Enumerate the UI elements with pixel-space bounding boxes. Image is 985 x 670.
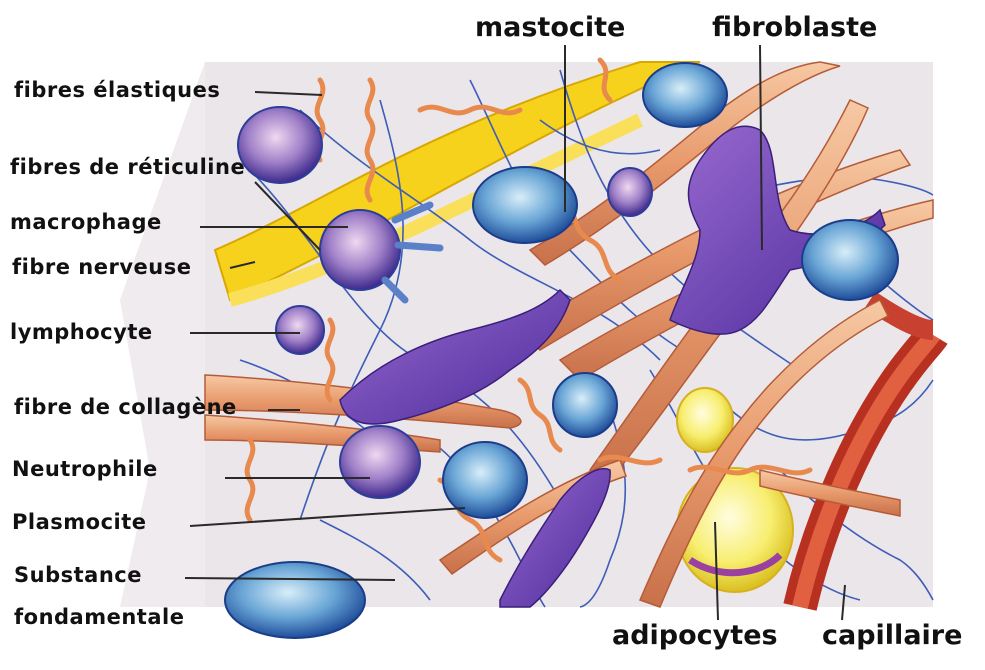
label-substance-line2: fondamentale [14, 605, 184, 629]
label-mastocite: mastocite [475, 12, 625, 43]
label-plasmocite: Plasmocite [12, 510, 147, 534]
label-adipocytes: adipocytes [612, 620, 778, 651]
label-fibres-elastiques: fibres élastiques [14, 78, 220, 102]
label-fibre-collagene: fibre de collagène [14, 395, 237, 419]
label-fibroblaste: fibroblaste [712, 12, 877, 43]
label-macrophage: macrophage [10, 210, 162, 234]
label-capillaire: capillaire [822, 620, 962, 651]
label-neutrophile: Neutrophile [12, 457, 158, 481]
label-fibres-reticuline: fibres de réticuline [10, 155, 245, 179]
label-fibre-nerveuse: fibre nerveuse [12, 255, 191, 279]
label-substance-line1: Substance [14, 563, 142, 587]
label-lymphocyte: lymphocyte [10, 320, 153, 344]
